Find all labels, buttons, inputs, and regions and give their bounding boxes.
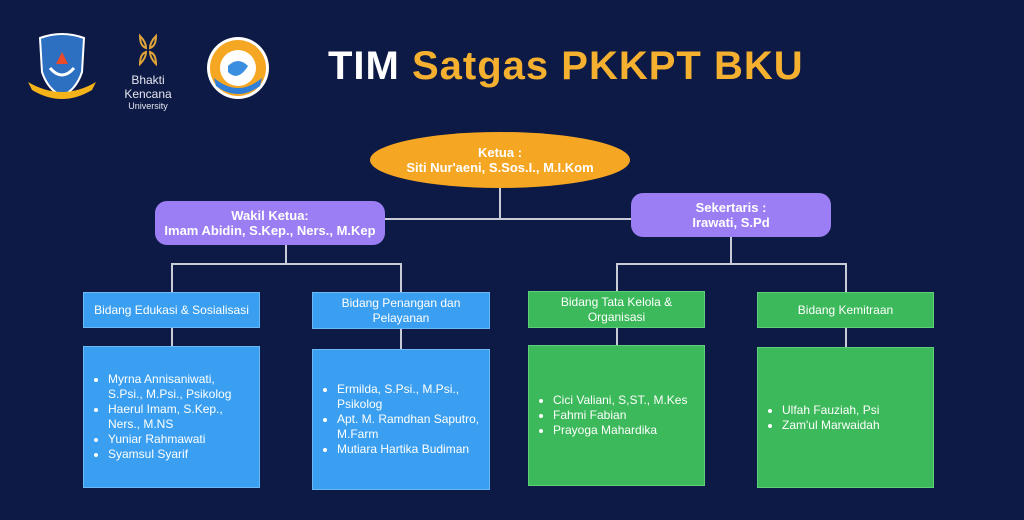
sekertaris-node: Sekertaris : Irawati, S.Pd <box>631 193 831 237</box>
ketua-name: Siti Nur'aeni, S.Sos.I., M.I.Kom <box>406 160 594 175</box>
connector <box>385 218 631 220</box>
member-item: Yuniar Rahmawati <box>108 432 251 447</box>
bku-logo: Bhakti Kencana University <box>108 32 188 111</box>
ketua-node: Ketua : Siti Nur'aeni, S.Sos.I., M.I.Kom <box>370 132 630 188</box>
member-item: Apt. M. Ramdhan Saputro, M.Farm <box>337 412 481 442</box>
member-item: Myrna Annisaniwati, S.Psi., M.Psi., Psik… <box>108 372 251 402</box>
bku-name: Bhakti Kencana <box>124 73 172 101</box>
connector <box>845 328 847 347</box>
member-item: Haerul Imam, S.Kep., Ners., M.NS <box>108 402 251 432</box>
ketua-role: Ketua : <box>477 145 523 160</box>
wakil-name: Imam Abidin, S.Kep., Ners., M.Kep <box>164 223 376 238</box>
connector <box>730 237 732 264</box>
connector <box>400 263 402 292</box>
member-item: Fahmi Fabian <box>553 408 687 423</box>
connector <box>845 263 847 292</box>
connector <box>172 263 401 265</box>
member-item: Ulfah Fauziah, Psi <box>782 403 880 418</box>
sekertaris-name: Irawati, S.Pd <box>692 215 770 230</box>
member-item: Prayoga Mahardika <box>553 423 687 438</box>
bidang-kemitraan: Bidang Kemitraan <box>757 292 934 328</box>
members-edukasi: Myrna Annisaniwati, S.Psi., M.Psi., Psik… <box>83 346 260 488</box>
connector <box>171 328 173 346</box>
member-item: Mutiara Hartika Budiman <box>337 442 481 457</box>
members-kemitraan: Ulfah Fauziah, Psi Zam'ul Marwaidah <box>757 347 934 488</box>
bidang-tata-kelola: Bidang Tata Kelola & Organisasi <box>528 291 705 328</box>
page-title: TIM Satgas PKKPT BKU <box>328 44 804 88</box>
member-item: Zam'ul Marwaidah <box>782 418 880 433</box>
sekertaris-role: Sekertaris : <box>695 200 767 215</box>
member-item: Cici Valiani, S,ST., M.Kes <box>553 393 687 408</box>
bidang-edukasi: Bidang Edukasi & Sosialisasi <box>83 292 260 328</box>
connector <box>171 263 173 292</box>
member-item: Ermilda, S.Psi., M.Psi., Psikolog <box>337 382 481 412</box>
connector <box>400 329 402 349</box>
members-penanganan: Ermilda, S.Psi., M.Psi., Psikolog Apt. M… <box>312 349 490 490</box>
connector <box>616 328 618 345</box>
member-item: Syamsul Syarif <box>108 447 251 462</box>
bidang-penanganan: Bidang Penangan dan Pelayanan <box>312 292 490 329</box>
satgas-logo <box>26 32 98 100</box>
wakil-node: Wakil Ketua: Imam Abidin, S.Kep., Ners.,… <box>155 201 385 245</box>
bku-subtitle: University <box>128 101 168 111</box>
connector <box>617 263 847 265</box>
members-tata-kelola: Cici Valiani, S,ST., M.Kes Fahmi Fabian … <box>528 345 705 486</box>
wakil-role: Wakil Ketua: <box>231 208 309 223</box>
connector <box>616 263 618 291</box>
diktisaintek-logo <box>206 36 270 100</box>
connector <box>499 188 501 219</box>
connector <box>285 245 287 264</box>
